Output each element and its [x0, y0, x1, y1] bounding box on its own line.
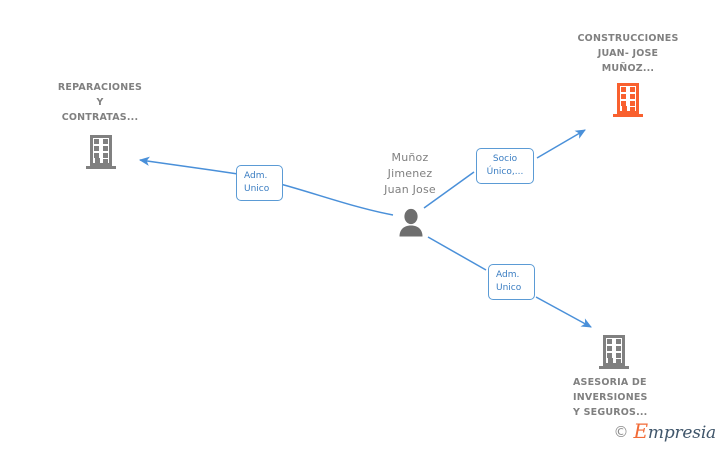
building-icon-construcciones[interactable]	[612, 81, 644, 123]
edge-path-socio-unico-construcciones	[423, 171, 475, 209]
brand-wordmark: Empresia	[634, 421, 717, 443]
node-label-asesoria: ASESORIA DE INVERSIONES Y SEGUROS...	[573, 377, 648, 418]
building-icon-reparaciones[interactable]	[85, 133, 117, 175]
person-icon[interactable]	[396, 208, 426, 244]
edge-path-adm-unico-reparaciones-tail	[138, 156, 239, 175]
edge-label-socio-unico-construcciones[interactable]: Socio Único,...	[476, 148, 534, 184]
empresia-watermark: © Empresia	[613, 421, 717, 443]
edge-path-socio-unico-construcciones-tail	[536, 129, 586, 159]
edge-path-adm-unico-asesoria-tail	[535, 296, 592, 328]
brand-initial: E	[633, 419, 649, 443]
brand-rest: mpresia	[647, 423, 716, 443]
building-icon-asesoria[interactable]	[598, 333, 630, 375]
edge-path-adm-unico-asesoria	[427, 236, 487, 271]
node-label-construcciones: CONSTRUCCIONES JUAN- JOSE MUÑOZ...	[577, 33, 679, 74]
edge-label-adm-unico-reparaciones[interactable]: Adm. Unico	[236, 165, 283, 201]
node-label-person: Muñoz Jimenez Juan Jose	[384, 151, 436, 196]
node-label-reparaciones: REPARACIONES Y CONTRATAS...	[57, 82, 143, 123]
copyright-icon: ©	[613, 423, 629, 441]
edge-label-adm-unico-asesoria[interactable]: Adm. Unico	[488, 264, 535, 300]
